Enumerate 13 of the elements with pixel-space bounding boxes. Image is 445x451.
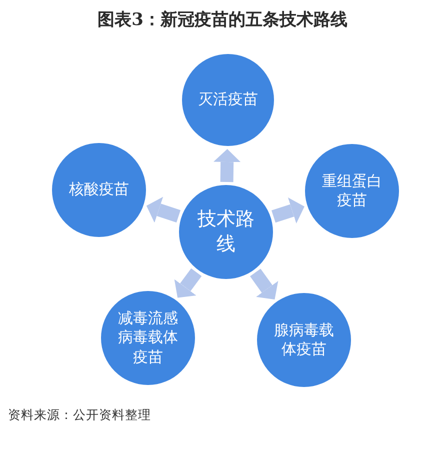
block-arrow [272,198,304,224]
block-arrow [146,196,181,223]
node-label: 技术路线 [196,207,256,257]
node-label: 腺病毒载体疫苗 [273,320,335,360]
block-arrow [250,268,278,300]
block-arrow [174,268,202,298]
chart-title: 图表3：新冠疫苗的五条技术路线 [96,9,348,32]
node-label: 灭活疫苗 [197,90,259,110]
node-label: 核酸疫苗 [68,180,130,200]
node-label: 减毒流感病毒载体疫苗 [117,308,179,368]
source-note: 资料来源：公开资料整理 [8,406,151,424]
block-arrow [213,149,241,182]
node-label: 重组蛋白疫苗 [321,172,383,210]
